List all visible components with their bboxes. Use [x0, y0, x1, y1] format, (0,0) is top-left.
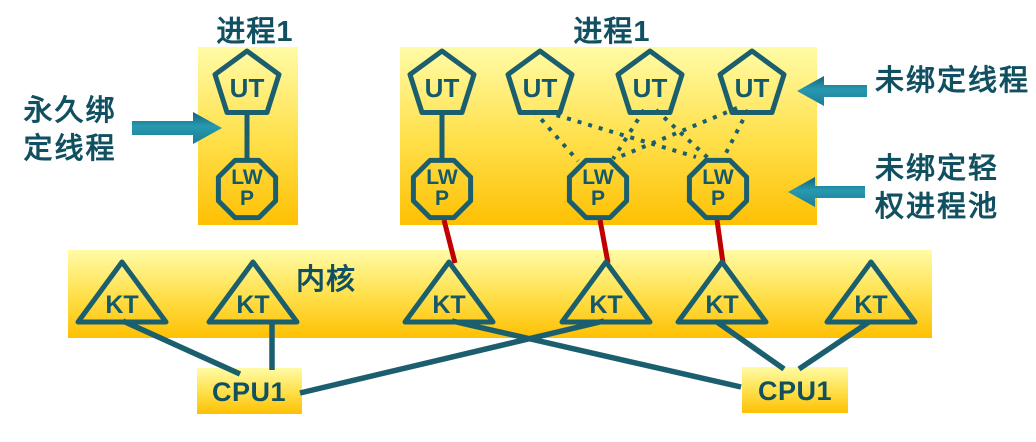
- permanent-bound-thread-label-line1: 永久绑: [23, 95, 117, 127]
- permanent-bound-arrow-icon: [132, 112, 222, 144]
- kt-label-2: KT: [236, 291, 270, 319]
- lwp-kt-links: [441, 219, 726, 264]
- kt-triangle-5: [675, 259, 769, 325]
- link-kt4-cpu-left: [299, 318, 605, 396]
- kt-label-1: KT: [105, 291, 139, 319]
- permanent-bound-thread-label: 永久绑 定线程: [8, 92, 132, 168]
- kt-triangle-1: [75, 259, 169, 325]
- kt-label-3: KT: [432, 291, 466, 319]
- kt-triangle-3: [402, 259, 496, 325]
- lwp-octagon-3: [686, 157, 750, 221]
- lwp-label-3: LW P: [702, 167, 734, 209]
- unbound-thread-label: 未绑定线程: [875, 65, 1031, 97]
- link-kt5-cpu-right: [715, 319, 786, 372]
- lwp-octagon-2: [566, 157, 630, 221]
- kt-triangle-6: [824, 259, 918, 325]
- lwp-label-1: LW P: [426, 167, 458, 209]
- link-kt3-cpu-right: [451, 318, 742, 390]
- kt-triangle-4: [559, 259, 653, 325]
- cpu-left-label: CPU1: [211, 377, 287, 407]
- link-lwp2-kt4: [597, 219, 611, 264]
- kt-label-4: KT: [589, 291, 623, 319]
- bound-ut-lwp-links: [244, 112, 445, 160]
- permanent-bound-thread-label-line2: 定线程: [23, 133, 117, 165]
- ut-pentagon-4: [717, 48, 787, 115]
- lwp-label-leftbox-line2: P: [239, 187, 254, 210]
- ut-pentagon-leftbox: [212, 48, 282, 115]
- unbound-lwp-pool-label-line2: 权进程池: [875, 191, 1000, 223]
- link-ut2-lwp2: [532, 109, 580, 163]
- unbound-ut-lwp-links: [532, 106, 750, 163]
- lwp-label-3-line1: LW: [702, 166, 734, 189]
- kt-label-6: KT: [854, 291, 888, 319]
- process-right-title: 进程1: [573, 16, 651, 48]
- annotation-arrows: [132, 76, 867, 207]
- link-kt1-cpu-left: [121, 318, 242, 377]
- lwp-octagon-leftbox: [215, 157, 279, 221]
- link-kt6-cpu-right: [797, 319, 871, 372]
- unbound-lwp-pool-label-line1: 未绑定轻: [875, 153, 1000, 185]
- kernel-band: [68, 250, 932, 338]
- kt-label-5: KT: [705, 291, 739, 319]
- lwp-label-2-line1: LW: [582, 166, 614, 189]
- cpu-box-left: [197, 368, 302, 414]
- link-ut3-lwp3: [654, 108, 710, 160]
- ut-label-1: UT: [424, 73, 460, 103]
- link-lwp1-kt3: [441, 219, 458, 264]
- link-lwp3-kt5: [714, 219, 726, 264]
- lwp-label-3-line2: P: [710, 187, 725, 210]
- lwp-label-leftbox-line1: LW: [231, 166, 263, 189]
- kt-cpu-links: [121, 318, 871, 396]
- lwp-label-2: LW P: [582, 167, 614, 209]
- kt-triangle-2: [206, 259, 300, 325]
- lwp-label-2-line2: P: [590, 187, 605, 210]
- ut-label-3: UT: [632, 73, 668, 103]
- lwp-label-leftbox: LW P: [231, 167, 263, 209]
- cpu-box-right: [742, 367, 848, 413]
- lwp-octagons: [215, 157, 750, 221]
- ut-label-4: UT: [734, 73, 770, 103]
- process-left-title: 进程1: [216, 16, 294, 48]
- ut-pentagon-1: [407, 48, 477, 115]
- ut-pentagon-3: [615, 48, 685, 115]
- unbound-thread-arrow-icon: [797, 76, 867, 106]
- lwp-label-1-line1: LW: [426, 166, 458, 189]
- unbound-lwp-pool-arrow-icon: [788, 177, 865, 207]
- cpu-right-label: CPU1: [757, 376, 833, 406]
- ut-label-2: UT: [522, 73, 558, 103]
- link-ut2-lwp3: [545, 110, 697, 159]
- kernel-title: 内核: [296, 264, 357, 296]
- lwp-octagon-1: [410, 157, 474, 221]
- unbound-lwp-pool-label: 未绑定轻 权进程池: [875, 150, 999, 226]
- kernel-thread-triangles: [75, 259, 918, 325]
- ut-label-leftbox: UT: [229, 73, 265, 103]
- lwp-label-1-line2: P: [434, 187, 449, 210]
- user-thread-pentagons: [212, 48, 787, 115]
- ut-pentagon-2: [505, 48, 575, 115]
